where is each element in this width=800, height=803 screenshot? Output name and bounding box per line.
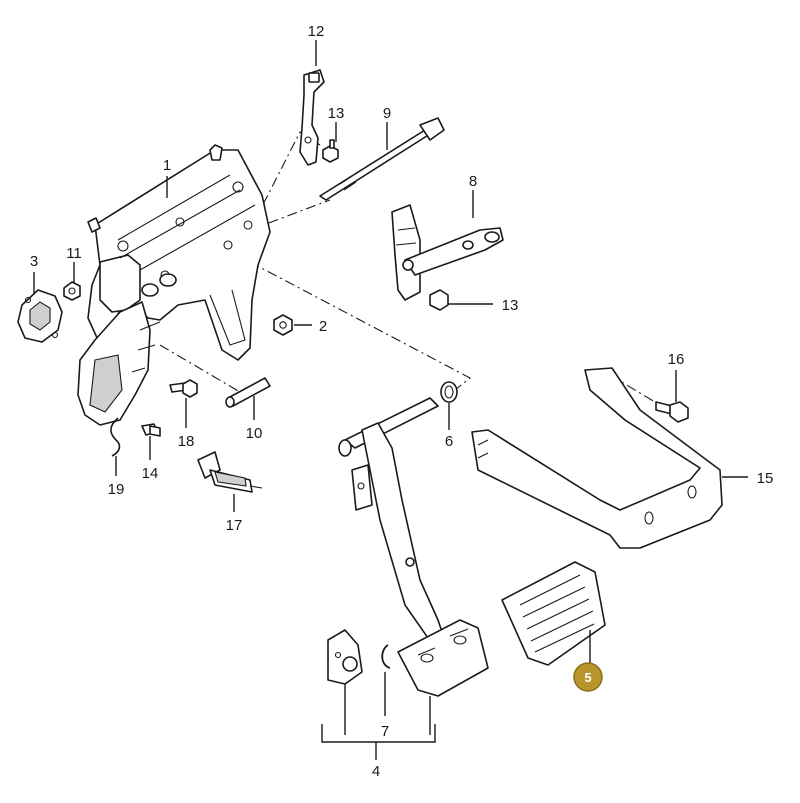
switch-part-17 xyxy=(197,451,263,493)
callout-3: 3 xyxy=(30,253,38,270)
bolt-part-18 xyxy=(169,379,198,398)
sensor-bracket-part-4 xyxy=(327,629,363,685)
callout-18: 18 xyxy=(178,433,195,450)
callout-11: 11 xyxy=(66,245,82,262)
callout-17: 17 xyxy=(226,517,243,534)
switch-bracket-part-12 xyxy=(299,69,325,166)
bolt-part-13-top xyxy=(322,139,339,163)
pedal-pad-part-4 xyxy=(397,619,489,697)
pedal-rubber-part-5 xyxy=(501,561,606,666)
pedal-arm-part-4 xyxy=(338,397,443,639)
callout-10: 10 xyxy=(246,425,263,442)
circlip-part-6 xyxy=(440,381,458,403)
callout-2: 2 xyxy=(319,318,327,335)
nut-part-11 xyxy=(63,281,81,301)
stud-part-14 xyxy=(141,423,161,437)
callout-4: 4 xyxy=(372,763,380,780)
callout-1: 1 xyxy=(163,157,171,174)
leader-lines xyxy=(33,40,748,760)
callout-8: 8 xyxy=(469,173,477,190)
bolt-part-16 xyxy=(655,401,689,423)
callout-14: 14 xyxy=(142,465,159,482)
nut-part-2 xyxy=(273,314,293,336)
callout-16: 16 xyxy=(668,351,685,368)
clip-part-19 xyxy=(110,417,121,457)
callout-5-badge[interactable] xyxy=(573,662,603,692)
callout-13-top: 13 xyxy=(328,105,345,122)
callout-9: 9 xyxy=(383,105,391,122)
callout-15: 15 xyxy=(757,470,774,487)
callout-12: 12 xyxy=(308,23,325,40)
callout-13-right: 13 xyxy=(502,297,519,314)
callout-7: 7 xyxy=(381,723,389,740)
callout-19: 19 xyxy=(108,481,125,498)
callout-6: 6 xyxy=(445,433,453,450)
clip-part-7 xyxy=(381,644,391,669)
lever-part-8 xyxy=(391,204,504,311)
callout-labels: 1 2 3 4 5 6 7 8 9 10 11 12 13 13 14 15 1… xyxy=(30,23,774,780)
callout-5[interactable]: 5 xyxy=(584,670,591,685)
pedal-bracket-part-1 xyxy=(77,144,271,426)
pin-part-10 xyxy=(225,377,271,408)
footrest-part-15 xyxy=(471,367,723,549)
pushrod-part-9 xyxy=(319,117,445,201)
gasket-part-3 xyxy=(17,289,63,343)
